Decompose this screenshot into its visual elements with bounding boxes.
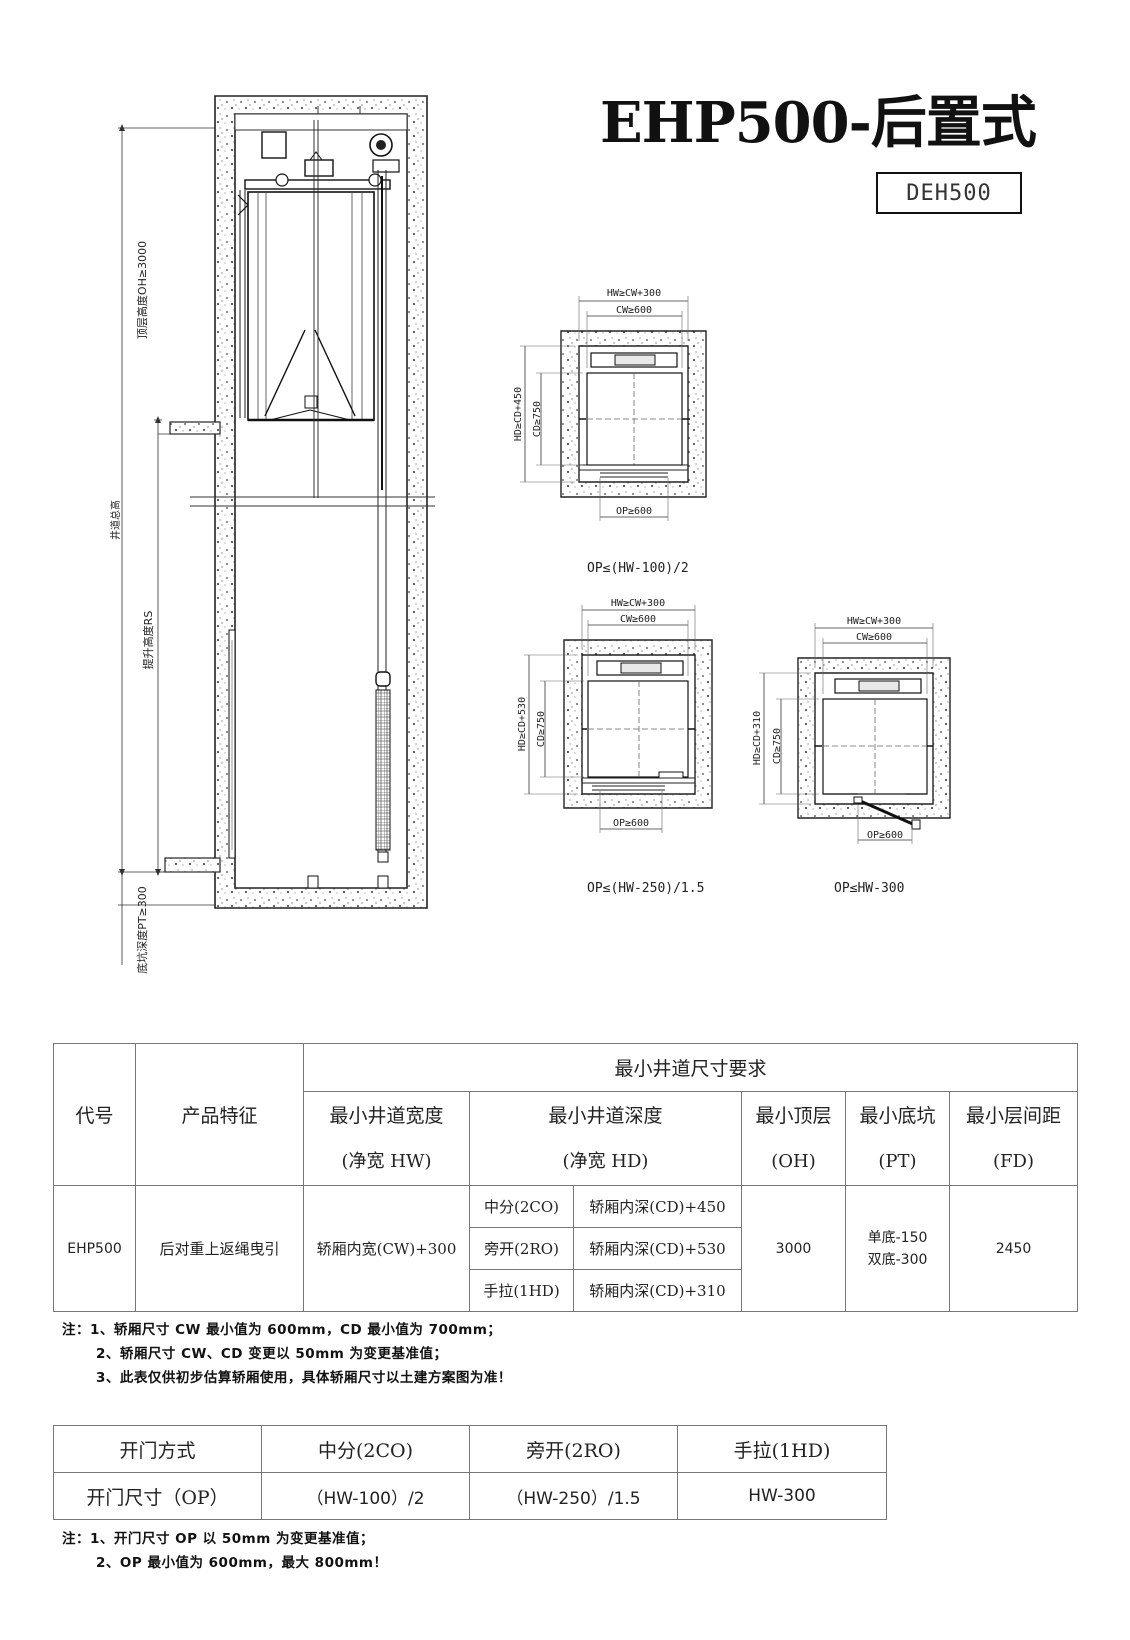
- header-width: 最小井道宽度 (净宽 HW): [303, 1091, 470, 1186]
- cell-pt: 单底-150 双底-300: [845, 1185, 950, 1312]
- header-oh: 最小顶层 (OH): [741, 1091, 846, 1186]
- header-oh-sub: (OH): [771, 1150, 816, 1172]
- t2-header-method: 开门方式: [53, 1425, 262, 1473]
- cell-oh: 3000: [741, 1185, 846, 1312]
- t2-op-2co: （HW-100）/2: [261, 1472, 470, 1520]
- plan-view-2co: [520, 296, 707, 521]
- plan3-caption: OP≤HW-300: [834, 881, 905, 896]
- cell-fd: 2450: [948, 1185, 1079, 1312]
- note1-line3: 3、此表仅供初步估算轿厢使用，具体轿厢尺寸以土建方案图为准！: [96, 1370, 512, 1386]
- plan1-op: OP≥600: [616, 506, 652, 517]
- plan2-caption: OP≤(HW-250)/1.5: [587, 881, 705, 896]
- header-fd-sub: (FD): [993, 1150, 1034, 1172]
- plan-view-1hd: [759, 623, 951, 844]
- cell-door-type: 旁开(2RO): [469, 1227, 574, 1270]
- cell-depth: 轿厢内深(CD)+530: [573, 1227, 742, 1270]
- model-code: DEH500: [906, 180, 992, 206]
- plan3-hw: HW≥CW+300: [847, 616, 901, 627]
- header-code: 代号: [53, 1043, 136, 1186]
- header-oh-title: 最小顶层: [755, 1104, 832, 1127]
- t2-op-2ro: （HW-250）/1.5: [469, 1472, 678, 1520]
- t2-header-2co: 中分(2CO): [261, 1425, 470, 1473]
- cell-door-type: 中分(2CO): [469, 1185, 574, 1228]
- shaft-dimension-table: 代号 产品特征 最小井道尺寸要求 最小井道宽度 (净宽 HW) 最小井道深度 (…: [53, 1043, 1079, 1312]
- label-rs: 提升高度RS: [141, 611, 155, 670]
- note1-line1: 注：1、轿厢尺寸 CW 最小值为 600mm，CD 最小值为 700mm；: [62, 1322, 502, 1338]
- technical-drawings: 顶层高度OH≥3000 井道总高 提升高度RS 底坑深度PT≥300 HW≥CW…: [109, 95, 951, 974]
- plan3-cw: CW≥600: [856, 632, 892, 643]
- page-title: EHP500-后置式: [600, 90, 1037, 156]
- plan2-cd: CD≥750: [536, 711, 547, 747]
- header-pt-sub: (PT): [878, 1150, 917, 1172]
- plan1-hw: HW≥CW+300: [607, 288, 661, 299]
- header-pt: 最小底坑 (PT): [845, 1091, 950, 1186]
- plan3-hd: HD≥CD+310: [752, 711, 763, 765]
- cell-feature: 后对重上返绳曳引: [135, 1185, 304, 1312]
- cell-door-type: 手拉(1HD): [469, 1269, 574, 1312]
- note2-line1: 注：1、开门尺寸 OP 以 50mm 为变更基准值；: [62, 1531, 374, 1547]
- header-pt-title: 最小底坑: [859, 1104, 936, 1127]
- plan1-hd: HD≥CD+450: [513, 387, 524, 441]
- plan1-cw: CW≥600: [616, 305, 652, 316]
- cell-pt-double: 双底-300: [867, 1251, 928, 1268]
- note2-line2: 2、OP 最小值为 600mm，最大 800mm！: [96, 1555, 388, 1571]
- plan1-caption: OP≤(HW-100)/2: [587, 561, 689, 576]
- note1-line2: 2、轿厢尺寸 CW、CD 变更以 50mm 为变更基准值；: [96, 1346, 448, 1362]
- plan-view-2ro: [524, 605, 713, 833]
- t2-header-1hd: 手拉(1HD): [677, 1425, 887, 1473]
- label-pt: 底坑深度PT≥300: [135, 886, 149, 974]
- cell-pt-single: 单底-150: [867, 1229, 928, 1246]
- header-width-sub: (净宽 HW): [341, 1150, 432, 1172]
- header-width-title: 最小井道宽度: [329, 1104, 444, 1127]
- plan2-op: OP≥600: [613, 818, 649, 829]
- header-fd: 最小层间距 (FD): [948, 1091, 1079, 1186]
- model-code-box: DEH500: [876, 172, 1022, 214]
- plan2-hw: HW≥CW+300: [611, 598, 665, 609]
- elevation-view: [118, 95, 435, 965]
- label-total-height: 井道总高: [109, 500, 122, 540]
- header-depth-sub: (净宽 HD): [562, 1150, 649, 1172]
- header-group: 最小井道尺寸要求: [302, 1043, 1079, 1092]
- t2-row-label: 开门尺寸（OP）: [53, 1472, 262, 1520]
- plan3-op: OP≥600: [867, 830, 903, 841]
- cell-depth: 轿厢内深(CD)+450: [573, 1185, 742, 1228]
- cell-depth: 轿厢内深(CD)+310: [573, 1269, 742, 1312]
- t2-op-1hd: HW-300: [677, 1472, 887, 1520]
- header-feature: 产品特征: [135, 1043, 304, 1186]
- plan2-hd: HD≥CD+530: [517, 697, 528, 751]
- plan1-cd: CD≥750: [532, 401, 543, 437]
- label-oh: 顶层高度OH≥3000: [135, 241, 149, 339]
- t2-header-2ro: 旁开(2RO): [469, 1425, 678, 1473]
- cell-code: EHP500: [53, 1185, 136, 1312]
- plan2-cw: CW≥600: [620, 614, 656, 625]
- header-fd-title: 最小层间距: [966, 1104, 1062, 1127]
- door-opening-table: 开门方式 中分(2CO) 旁开(2RO) 手拉(1HD) 开门尺寸（OP） （H…: [53, 1425, 887, 1520]
- header-depth-title: 最小井道深度: [548, 1104, 663, 1127]
- plan3-cd: CD≥750: [772, 728, 783, 764]
- header-depth: 最小井道深度 (净宽 HD): [469, 1091, 742, 1186]
- cell-width: 轿厢内宽(CW)+300: [303, 1185, 470, 1312]
